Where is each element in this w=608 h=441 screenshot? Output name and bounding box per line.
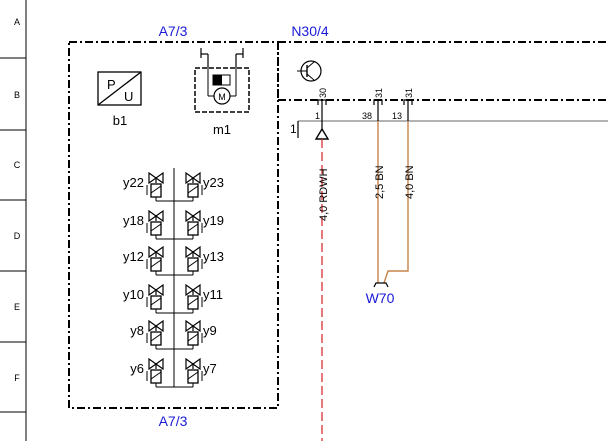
pin-31b-label: 31 [404,88,414,98]
row-label-c: C [14,160,21,170]
solenoid-valve-y11: y11 [174,283,223,314]
solenoid-valve-y13: y13 [174,245,224,276]
wire-bn-25-label: 2,5 BN [374,165,386,199]
pin-13-label: 13 [392,111,402,121]
ground-point-icon [373,282,389,288]
solenoid-valve-y22: y22 [123,171,174,202]
solenoid-valve-y10: y10 [123,283,174,314]
wire-bn-40 [383,121,409,284]
valve-label: y18 [123,213,144,228]
sensor-p-label: P [107,77,116,92]
solenoid-valve-y9: y9 [174,319,217,350]
module-boundary [68,41,279,409]
wire-bn-40-label: 4,0 BN [404,165,416,199]
row-label-e: E [14,302,20,312]
transistor-icon [297,60,322,82]
connector-label: N30/4 [291,23,329,39]
pump-motor-m1: M m1 [194,48,250,137]
pin-31-a: 31 38 [362,88,384,121]
valve-label: y9 [203,323,217,338]
module-label-top: A7/3 [159,23,188,39]
valve-label: y19 [203,213,224,228]
valve-label: y13 [203,249,224,264]
pin-30: 30 1 [315,88,328,121]
row-label-a: A [14,17,20,27]
valve-label: y6 [130,361,144,376]
row-label-b: B [14,90,20,100]
valve-label: y23 [203,175,224,190]
module-label-bottom: A7/3 [159,413,188,429]
solenoid-valve-y18: y18 [123,209,174,240]
valve-label: y11 [203,287,223,302]
solenoid-valve-y6: y6 [130,357,174,388]
valve-label: y12 [123,249,144,264]
solenoid-valve-y7: y7 [174,357,217,388]
valve-label: y22 [123,175,144,190]
pressure-sensor-b1: P U b1 [97,71,142,128]
ground-label: W70 [366,290,395,306]
pin-1-label: 1 [315,111,320,121]
motor-symbol: M [218,92,226,102]
valve-label: y10 [123,287,144,302]
motor-ref: m1 [213,122,231,137]
sensor-u-label: U [124,89,133,104]
solenoid-valve-y12: y12 [123,245,174,276]
valve-label: y8 [130,323,144,338]
row-label-f: F [14,373,20,383]
pin-30-label: 30 [318,88,328,98]
bus-label: 1 [290,122,297,136]
solenoid-valve-bank: y22 y18 y12 y10 y8 y6 y23 y19 y13 y11 y9 y7 [123,171,224,388]
solenoid-valve-y23: y23 [174,171,224,202]
solenoid-valve-y8: y8 [130,319,174,350]
pin-31a-label: 31 [374,88,384,98]
valve-label: y7 [203,361,217,376]
pin-38-label: 38 [362,111,372,121]
pin-31-b: 31 13 [392,88,414,121]
plug-arrow-icon [314,121,330,140]
solenoid-valve-y19: y19 [174,209,224,240]
row-ruler: A B C D E F [0,0,27,441]
sensor-ref: b1 [113,113,127,128]
wire-rdwh-label: 4,0 RDWH [318,168,330,221]
row-label-d: D [14,231,21,241]
